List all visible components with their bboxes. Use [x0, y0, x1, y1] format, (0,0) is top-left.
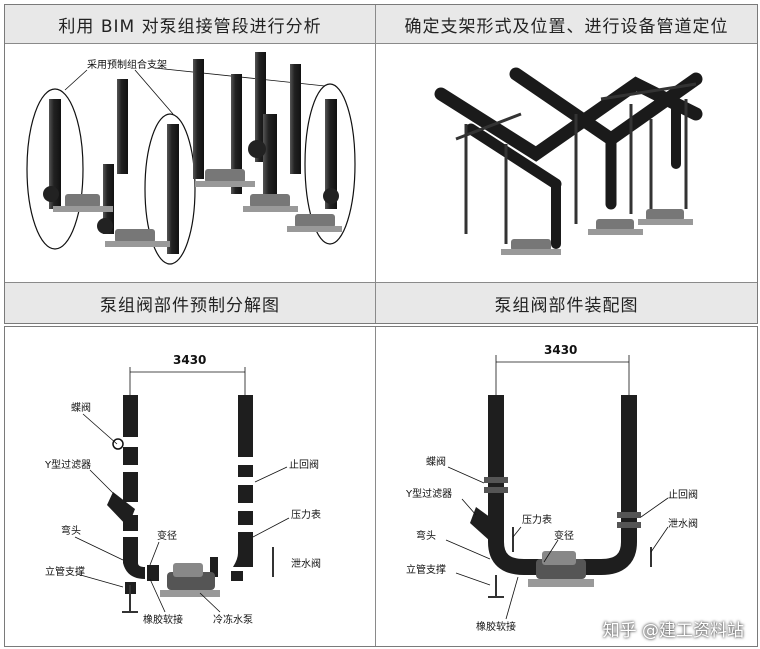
label-drain-valve-right: 泄水阀 — [668, 517, 698, 530]
label-reducer-right: 变径 — [554, 529, 574, 542]
prefab-breakdown-figure: 采用预制组合支架 — [26, 52, 356, 265]
label-butterfly-valve-right: 蝶阀 — [426, 455, 446, 468]
caption-right: 泵组阀部件装配图 — [376, 282, 757, 323]
label-check-valve-right: 止回阀 — [668, 488, 698, 501]
label-pressure-gauge-left: 压力表 — [291, 508, 321, 521]
label-riser-support-right: 立管支撑 — [406, 563, 446, 576]
label-chiller-pump-left: 冷冻水泵 — [213, 613, 253, 626]
label-rubber-joint-right: 橡胶软接 — [476, 620, 516, 633]
bottom-table: 3430 — [4, 326, 758, 647]
watermark: 知乎 @建工资料站 — [602, 621, 744, 641]
assembly-figure — [434, 67, 703, 255]
prefab-callout-text: 采用预制组合支架 — [87, 58, 167, 71]
caption-left: 泵组阀部件预制分解图 — [5, 282, 375, 323]
exploded-diagram: 3430 — [44, 353, 321, 626]
bottom-column-divider — [375, 327, 376, 646]
header-right: 确定支架形式及位置、进行设备管道定位 — [376, 5, 757, 44]
label-check-valve-left: 止回阀 — [289, 458, 319, 471]
label-y-strainer-left: Y型过滤器 — [44, 458, 91, 471]
header-left: 利用 BIM 对泵组接管段进行分析 — [5, 5, 375, 44]
label-pressure-gauge-right: 压力表 — [522, 513, 552, 526]
label-butterfly-valve-left: 蝶阀 — [71, 401, 91, 414]
label-rubber-joint-left: 橡胶软接 — [143, 613, 183, 626]
label-riser-support-left: 立管支撑 — [45, 565, 85, 578]
assembled-diagram: 3430 — [405, 343, 698, 633]
label-elbow-right: 弯头 — [416, 529, 436, 542]
label-elbow-left: 弯头 — [61, 524, 81, 537]
dimension-text-left: 3430 — [173, 353, 206, 367]
label-reducer-left: 变径 — [157, 529, 177, 542]
column-divider — [375, 5, 376, 323]
label-drain-valve-left: 泄水阀 — [291, 557, 321, 570]
label-y-strainer-right: Y型过滤器 — [405, 487, 452, 500]
top-table: 利用 BIM 对泵组接管段进行分析 确定支架形式及位置、进行设备管道定位 采用预… — [4, 4, 758, 324]
dimension-text-right: 3430 — [544, 343, 577, 357]
